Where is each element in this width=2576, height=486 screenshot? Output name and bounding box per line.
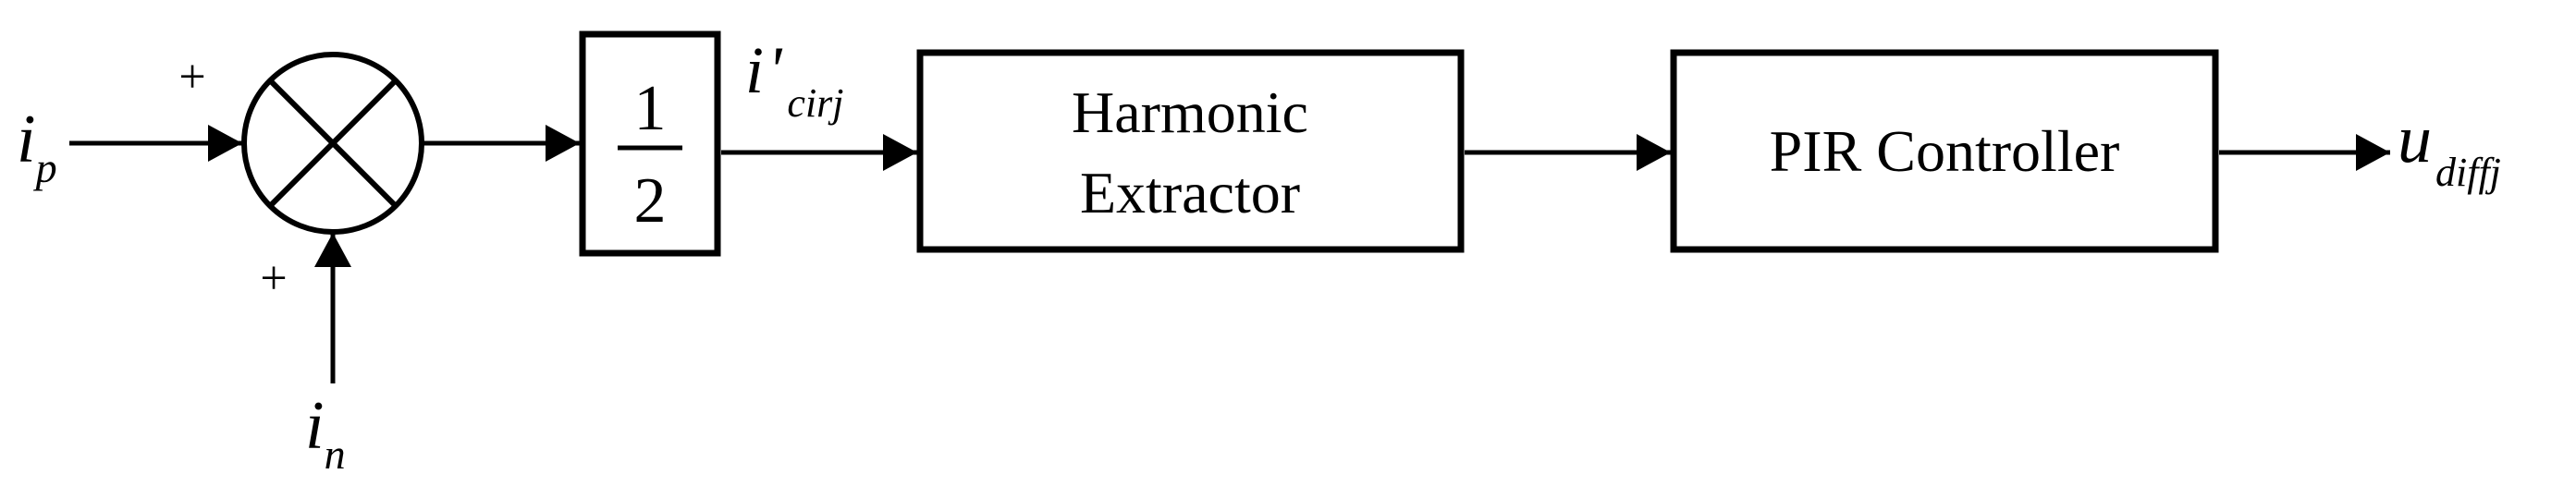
output-udiffj-label: udiffj [2398,102,2501,195]
summing-junction-icon [241,52,424,235]
output-udiffj-base: u [2398,102,2432,177]
signal-icirj-sub: cirj [787,80,843,126]
input-ip-sub: p [33,144,57,191]
sum-plus-top: + [178,51,205,103]
arrowhead-ip [208,125,242,162]
arrowhead-gain [546,125,580,162]
signal-icirj-prime: ' [767,33,783,107]
harmonic-extractor-line2: Extractor [1080,160,1300,225]
arrowhead-pir [1637,134,1671,171]
gain-numerator: 1 [634,73,667,144]
harmonic-extractor-block [916,49,1465,253]
input-in-base: i [305,388,325,464]
input-in-sub: n [325,431,346,478]
arrowhead-harmonic [883,134,917,171]
gain-block [579,30,721,257]
arrowhead-in [314,233,351,267]
input-in-label: in [305,388,346,478]
arrowhead-output [2356,134,2390,171]
input-ip-base: i [17,102,36,177]
harmonic-extractor-line1: Harmonic [1072,79,1308,145]
pir-controller-block [1670,49,2219,253]
input-ip-label: ip [17,102,57,191]
signal-icirj-base: i [745,33,764,107]
sum-plus-bottom: + [260,252,287,305]
signal-icirj-label: i'cirj [745,33,844,126]
pir-controller-label: PIR Controller [1770,118,2120,184]
output-udiffj-sub: diffj [2435,150,2501,195]
gain-denominator: 2 [634,165,667,237]
